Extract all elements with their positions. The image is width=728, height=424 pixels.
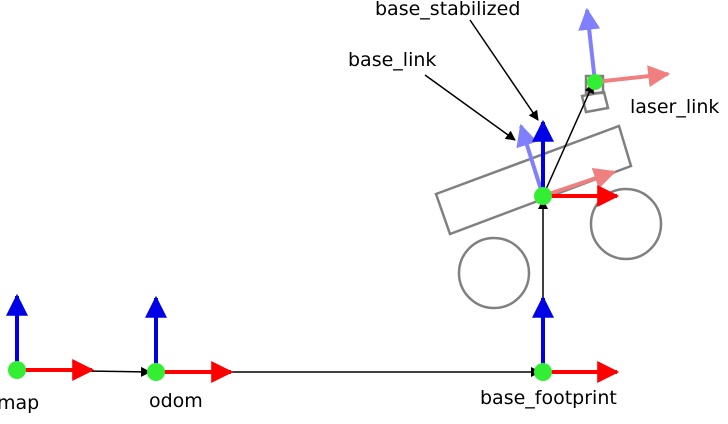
label-map: map: [0, 392, 39, 414]
label-base-stabilized: base_stabilized: [375, 0, 520, 20]
base-link-y-axis: [516, 123, 545, 197]
laser-link-origin: [587, 74, 603, 90]
frame-map: [5, 293, 95, 381]
frame-base-link: [516, 123, 617, 198]
link-base-link-to-laser-link: [542, 83, 594, 197]
frame-links: [16, 83, 594, 377]
odom-origin: [147, 363, 165, 381]
laser-link-x-axis: [594, 65, 671, 88]
frame-odom: [145, 295, 234, 383]
laser-link-y-axis: [578, 7, 601, 83]
frame-base-footprint: [532, 295, 620, 383]
base-footprint-origin: [534, 363, 552, 381]
robot-wheel-front: [589, 187, 663, 261]
label-base-link: base_link: [348, 49, 436, 71]
callouts: [424, 19, 539, 141]
laser-mount: [580, 90, 610, 114]
label-odom: odom: [149, 390, 203, 412]
base-link-x-axis: [542, 167, 617, 198]
robot-wheel-rear: [457, 236, 531, 310]
base-stabilized-origin: [534, 187, 552, 205]
label-base-footprint: base_footprint: [480, 387, 617, 409]
frame-laser-link: [578, 7, 671, 90]
base-stabilized-callout-arrow: [469, 19, 539, 121]
robot-chassis: [434, 124, 633, 236]
base-link-callout-arrow: [424, 74, 516, 141]
map-origin: [8, 361, 26, 379]
label-laser-link: laser_link: [630, 96, 719, 118]
frame-base-stabilized: [532, 119, 620, 207]
